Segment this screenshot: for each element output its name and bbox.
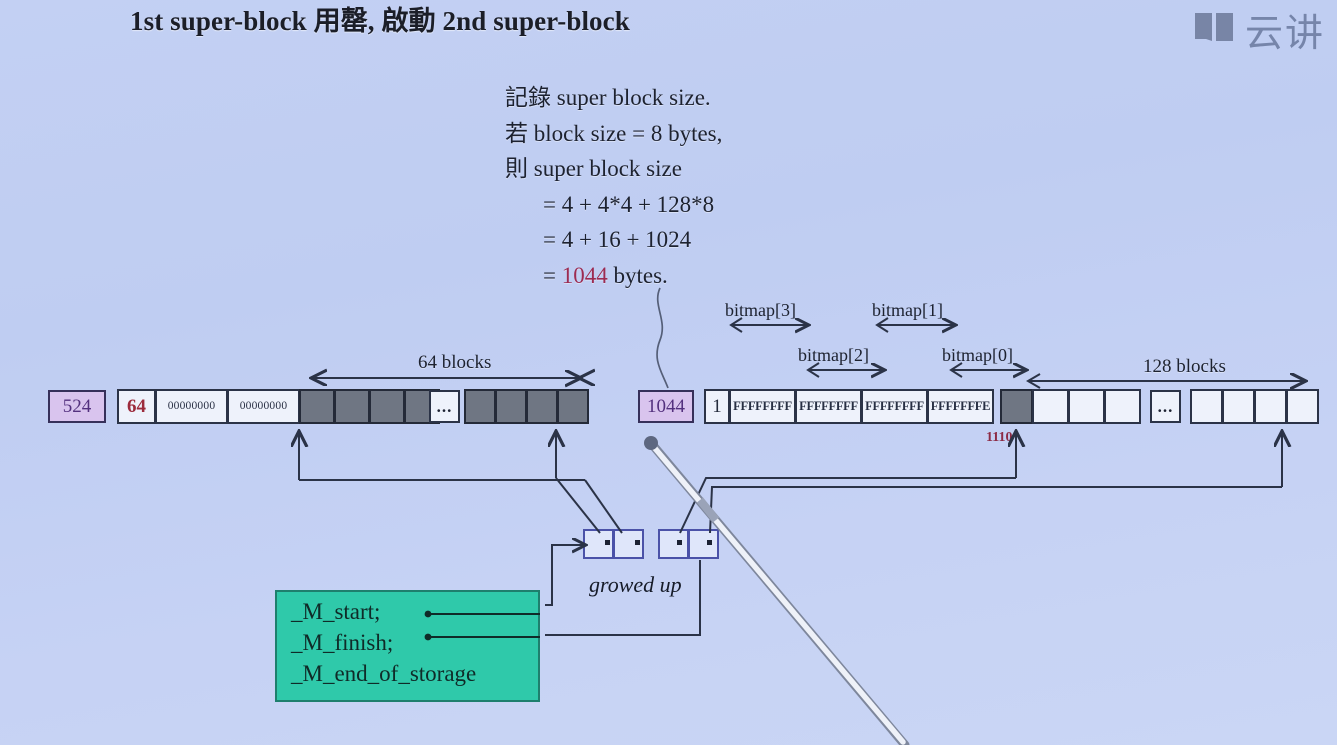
note-line-1: 記錄 super block size. xyxy=(505,85,711,110)
second-bitmap-text-1: FFFFFFFF xyxy=(865,399,924,414)
span-label-128-blocks: 128 blocks xyxy=(1143,356,1226,377)
second-block-ellipsis: ... xyxy=(1157,397,1174,416)
pointer-box-start-2 xyxy=(658,529,689,559)
note-block: 記錄 super block size. 若 block size = 8 by… xyxy=(505,80,722,293)
second-bitmap-cell-3: FFFFFFFF xyxy=(729,389,796,424)
pointer-box-finish xyxy=(613,529,644,559)
first-superblock-size-box: 524 xyxy=(48,390,106,423)
second-bitmap-cell-1: FFFFFFFF xyxy=(861,389,928,424)
note-line-3: 則 super block size xyxy=(505,156,682,181)
first-block-ellipsis: ... xyxy=(436,397,453,416)
bitmap-3-label: bitmap[3] xyxy=(725,300,796,320)
second-bitmap-cell-0: FFFFFFFE xyxy=(927,389,994,424)
struct-field-m-end-of-storage: _M_end_of_storage xyxy=(291,661,477,686)
logo-text: 云讲 xyxy=(1245,11,1326,55)
watermark-logo: 云讲 xyxy=(1192,2,1337,57)
note-line-6-prefix: = xyxy=(543,262,562,288)
first-block-filled-1 xyxy=(334,389,370,424)
first-block-filled-2 xyxy=(369,389,405,424)
note-line-4: = 4 + 4*4 + 128*8 xyxy=(543,191,715,217)
second-block-empty-5 xyxy=(1254,389,1287,424)
page-title: 1st super-block 用罄, 啟動 2nd super-block xyxy=(130,6,630,36)
first-bitmap-text-0: 00000000 xyxy=(167,399,216,412)
first-block-filled-6 xyxy=(526,389,558,424)
vector-struct-box: _M_start; _M_finish; _M_end_of_storage xyxy=(275,590,540,702)
span-label-64-blocks: 64 blocks xyxy=(418,352,492,373)
second-block-empty-6 xyxy=(1286,389,1319,424)
superblock-size-value: 1044 xyxy=(561,262,608,288)
second-block-empty-4 xyxy=(1222,389,1255,424)
struct-field-m-start: _M_start; xyxy=(291,599,381,624)
book-speech-bubble-icon xyxy=(1192,10,1236,50)
second-superblock-count-cell: 1 xyxy=(704,389,730,424)
note-line-2: 若 block size = 8 bytes, xyxy=(505,120,723,146)
struct-field-m-finish: _M_finish; xyxy=(291,630,394,655)
first-bitmap-cell-0: 00000000 xyxy=(155,389,228,424)
first-block-filled-7 xyxy=(557,389,589,424)
bitmap-2-label: bitmap[2] xyxy=(798,345,869,365)
second-block-empty-0 xyxy=(1032,389,1069,424)
first-bitmap-text-1: 00000000 xyxy=(239,399,288,412)
note-line-6-suffix: bytes. xyxy=(607,262,668,288)
second-block-empty-2 xyxy=(1104,389,1141,424)
pointer-box-finish-2 xyxy=(688,529,719,559)
second-bitmap-text-2: FFFFFFFF xyxy=(799,399,858,414)
second-block-filled-0 xyxy=(1000,389,1033,424)
second-block-empty-1 xyxy=(1068,389,1105,424)
pointer-box-start xyxy=(583,529,614,559)
first-block-filled-0 xyxy=(299,389,335,424)
second-superblock-count: 1 xyxy=(712,396,722,417)
first-superblock-count: 64 xyxy=(127,396,146,417)
second-bitmap-cell-2: FFFFFFFF xyxy=(795,389,862,424)
growed-up-caption: growed up xyxy=(589,572,682,597)
pointer-index-label: 1110 xyxy=(986,430,1013,445)
first-block-ellipsis-cell: ... xyxy=(429,390,460,423)
note-line-5: = 4 + 16 + 1024 xyxy=(543,227,692,252)
first-superblock-count-cell: 64 xyxy=(117,389,156,424)
first-block-filled-5 xyxy=(495,389,527,424)
second-block-ellipsis-cell: ... xyxy=(1150,390,1181,423)
second-bitmap-text-0: FFFFFFFE xyxy=(930,399,991,414)
note-line-6: = 1044 bytes. xyxy=(505,258,722,294)
second-block-empty-3 xyxy=(1190,389,1223,424)
first-bitmap-cell-1: 00000000 xyxy=(227,389,300,424)
first-block-filled-4 xyxy=(464,389,496,424)
bitmap-0-label: bitmap[0] xyxy=(942,345,1013,365)
second-bitmap-text-3: FFFFFFFF xyxy=(733,399,792,414)
bitmap-1-label: bitmap[1] xyxy=(872,300,943,320)
second-superblock-size-box: 1044 xyxy=(638,390,694,423)
